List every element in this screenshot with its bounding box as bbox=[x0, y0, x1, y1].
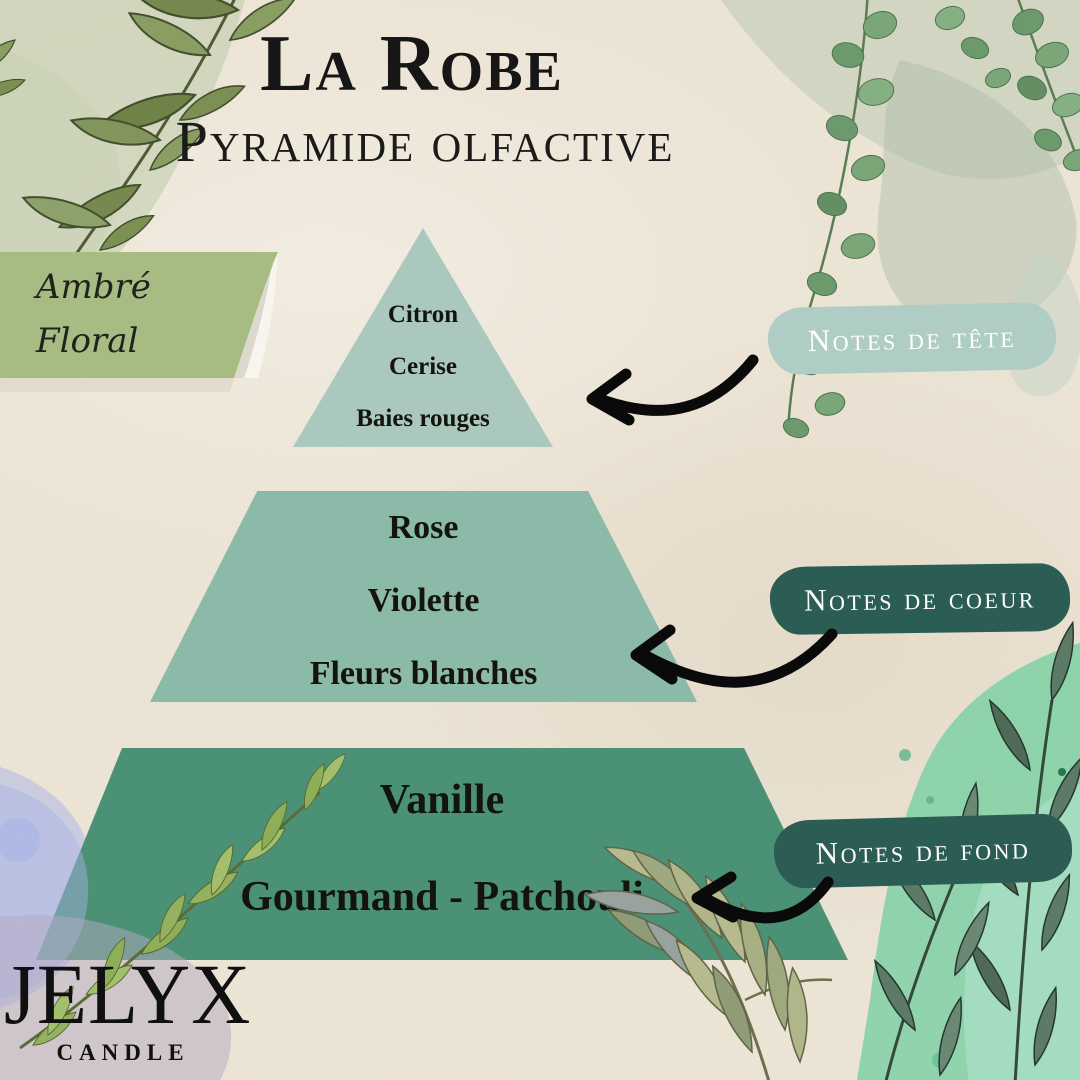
brand-name: JELYX bbox=[4, 947, 252, 1042]
pyramid-tier-base-notes: Vanille Gourmand - Patchouli bbox=[36, 748, 848, 960]
pyramid-tier-head-notes: Citron Cerise Baies rouges bbox=[293, 228, 553, 447]
scent-family-note: Ambré Floral bbox=[0, 252, 282, 394]
scent-family-text: Ambré Floral bbox=[36, 260, 151, 369]
brand-descriptor: CANDLE bbox=[56, 1040, 190, 1066]
label-notes-de-fond: Notes de fond bbox=[773, 813, 1073, 889]
sticky-note-shape bbox=[0, 252, 278, 392]
label-notes-de-tete: Notes de tête bbox=[767, 301, 1057, 376]
scent-family-line-2: Floral bbox=[36, 321, 139, 362]
arrow-head-notes bbox=[586, 354, 759, 426]
eucalyptus-vine-top-right bbox=[782, 0, 1080, 439]
page-title: La Robe bbox=[260, 20, 564, 108]
sticky-note-paper bbox=[0, 252, 278, 378]
sticky-note-curl-shade bbox=[234, 252, 278, 378]
note-item: Gourmand - Patchouli bbox=[240, 874, 644, 920]
note-item: Vanille bbox=[379, 777, 505, 823]
brand-logo: JELYX CANDLE bbox=[4, 947, 252, 1066]
label-notes-de-coeur: Notes de coeur bbox=[769, 562, 1071, 636]
pyramid-tier-heart-notes: Rose Violette Fleurs blanches bbox=[150, 491, 697, 702]
sticky-note-shadow bbox=[0, 378, 234, 392]
note-item: Baies rouges bbox=[356, 405, 490, 432]
note-item: Cerise bbox=[388, 353, 458, 380]
note-item: Violette bbox=[367, 582, 480, 619]
note-item: Fleurs blanches bbox=[309, 655, 538, 692]
scent-family-line-1: Ambré bbox=[36, 267, 151, 307]
page-subtitle: Pyramide olfactive bbox=[175, 109, 675, 174]
note-item: Citron bbox=[387, 301, 459, 328]
note-item: Rose bbox=[388, 509, 459, 546]
